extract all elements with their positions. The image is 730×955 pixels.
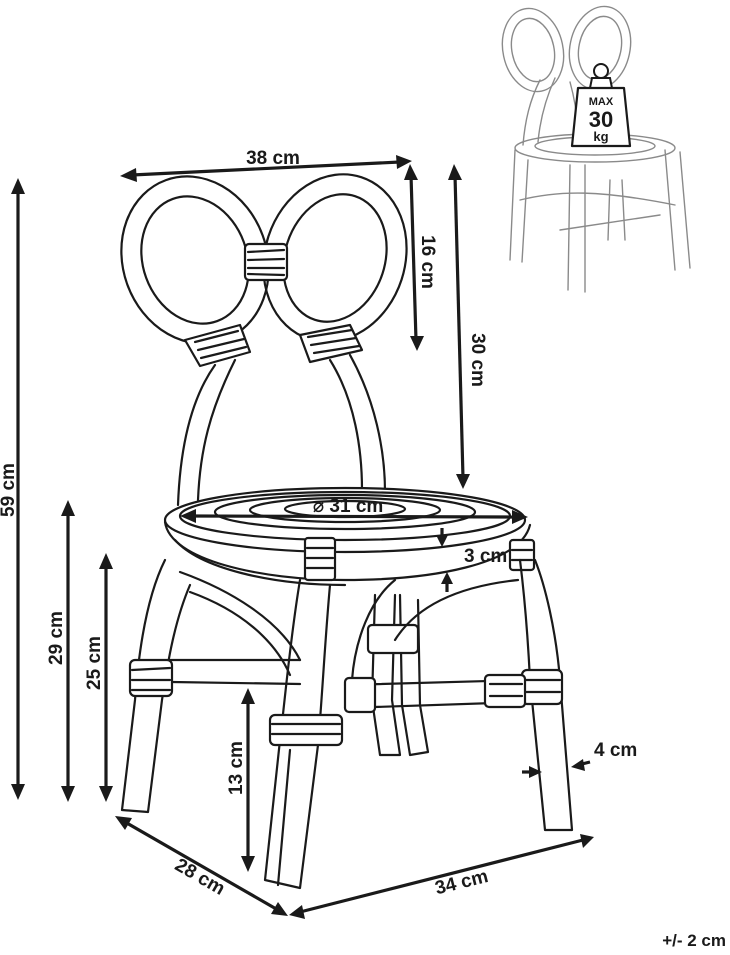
backrest xyxy=(120,173,408,507)
label-total-height: 59 cm xyxy=(0,463,19,517)
label-seat-thickness: 3 cm xyxy=(464,546,507,567)
legs xyxy=(120,558,574,890)
dimension-arrows xyxy=(11,155,594,919)
label-tolerance: +/- 2 cm xyxy=(662,931,726,950)
weight-icon: MAX 30 kg xyxy=(570,63,632,148)
chair-drawing xyxy=(120,173,574,890)
label-width-top: 38 cm xyxy=(246,148,300,169)
label-back-to-seat: 30 cm xyxy=(467,333,488,387)
seat xyxy=(163,486,536,587)
label-backrest-height: 16 cm xyxy=(417,235,438,289)
max-label: MAX xyxy=(589,96,614,108)
label-seat-diameter: ⌀ 31 cm xyxy=(313,496,384,517)
label-width-bottom: 34 cm xyxy=(433,866,490,899)
label-depth: 28 cm xyxy=(171,855,228,900)
label-stretcher-height: 13 cm xyxy=(226,741,247,795)
label-leg-diameter: 4 cm xyxy=(594,740,637,761)
label-leg-height: 25 cm xyxy=(84,636,105,690)
max-value: 30 xyxy=(589,107,613,132)
label-seat-height: 29 cm xyxy=(46,611,67,665)
max-unit: kg xyxy=(593,129,608,144)
